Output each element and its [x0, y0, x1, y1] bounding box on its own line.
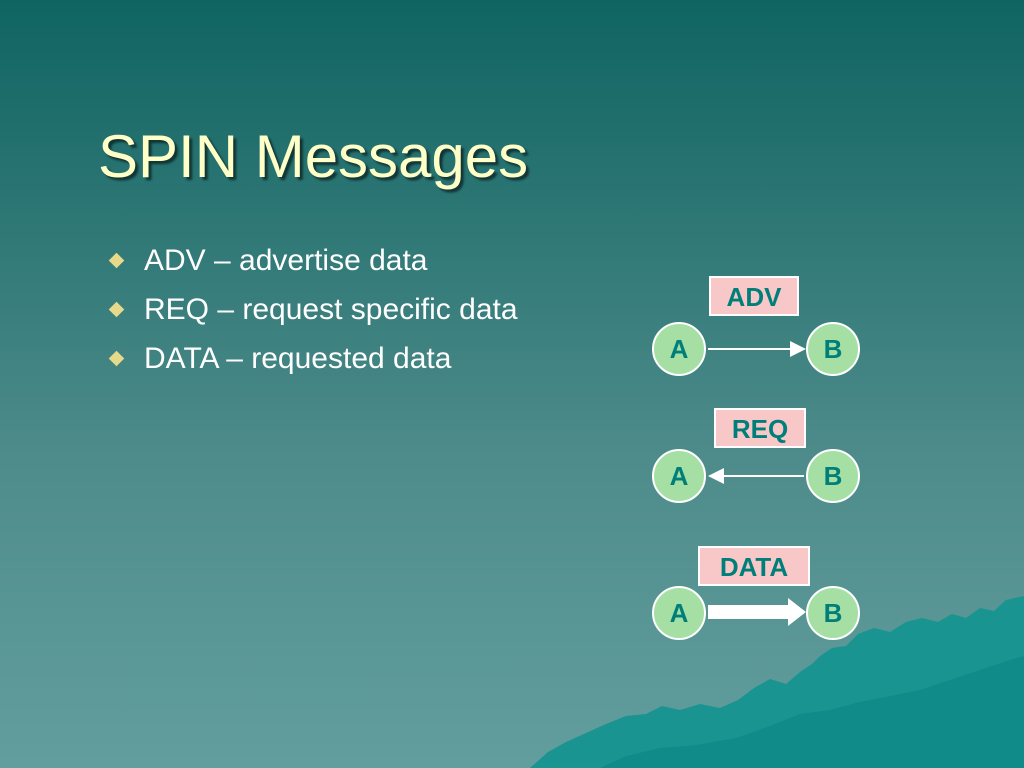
adv-label: ADV	[709, 276, 799, 316]
node-a: A	[652, 322, 706, 376]
node-b: B	[806, 449, 860, 503]
node-b: B	[806, 322, 860, 376]
bullet-list: ADV – advertise data REQ – request speci…	[108, 236, 518, 383]
diagram-arrows	[708, 341, 806, 626]
data-arrow	[708, 598, 806, 626]
bullet-text: REQ – request specific data	[144, 292, 518, 326]
diamond-bullet-icon	[108, 252, 125, 269]
bullet-text: ADV – advertise data	[144, 243, 428, 277]
diamond-bullet-icon	[108, 301, 125, 318]
data-label: DATA	[698, 546, 810, 586]
bullet-item: REQ – request specific data	[108, 285, 518, 334]
bullet-item: ADV – advertise data	[108, 236, 518, 285]
bullet-text: DATA – requested data	[144, 341, 452, 375]
slide-title: SPIN Messages	[98, 123, 529, 190]
bullet-item: DATA – requested data	[108, 334, 518, 383]
spin-message-diagram: ADV A B REQ A B DATA A B	[640, 270, 880, 660]
node-a: A	[652, 449, 706, 503]
node-a: A	[652, 586, 706, 640]
req-label: REQ	[714, 408, 806, 448]
diamond-bullet-icon	[108, 350, 125, 367]
node-b: B	[806, 586, 860, 640]
